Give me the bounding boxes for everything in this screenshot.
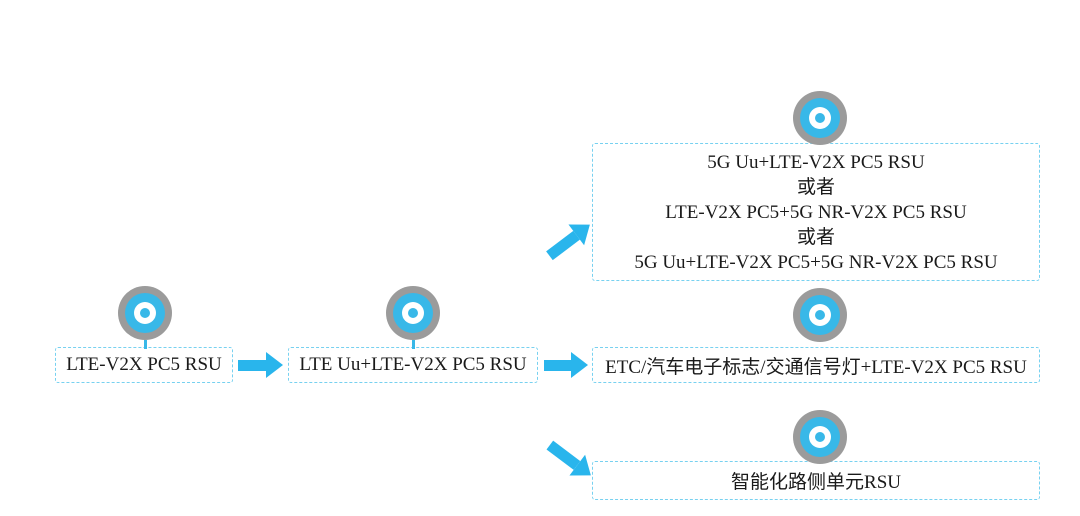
node-label: ETC/汽车电子标志/交通信号灯+LTE-V2X PC5 RSU [605,356,1027,378]
node-line: 或者 [796,226,835,248]
node-lte-v2x-pc5-rsu: LTE-V2X PC5 RSU [55,347,233,383]
rsu-beacon-icon [386,286,440,349]
node-lte-uu-lte-v2x-pc5-rsu: LTE Uu+LTE-V2X PC5 RSU [288,347,538,383]
rsu-beacon-icon [793,288,847,342]
node-line: 5G Uu+LTE-V2X PC5 RSU [707,151,925,173]
rsu-beacon-icon [793,91,847,145]
node-line: 5G Uu+LTE-V2X PC5+5G NR-V2X PC5 RSU [634,251,998,273]
node-label: LTE Uu+LTE-V2X PC5 RSU [299,354,527,375]
node-line: LTE-V2X PC5+5G NR-V2X PC5 RSU [665,201,967,223]
arrow-stage2-to-etc-icon [544,352,588,378]
node-etc-traffic-light-combo: ETC/汽车电子标志/交通信号灯+LTE-V2X PC5 RSU [592,347,1040,383]
beacon-stem [143,340,147,349]
node-label: LTE-V2X PC5 RSU [66,354,222,375]
arrow-stage2-to-smart-rsu-icon [542,434,599,486]
arrow-stage2-to-5g-icon [541,214,598,265]
rsu-beacon-icon [118,286,172,349]
beacon-stem [411,340,415,349]
node-5g-evolution-options: 5G Uu+LTE-V2X PC5 RSU 或者 LTE-V2X PC5+5G … [592,143,1040,281]
arrow-stage1-to-stage2-icon [238,352,283,378]
node-label: 智能化路侧单元RSU [731,472,901,493]
rsu-beacon-icon [793,410,847,464]
node-smart-roadside-unit: 智能化路侧单元RSU [592,461,1040,500]
node-line: 或者 [796,176,835,198]
